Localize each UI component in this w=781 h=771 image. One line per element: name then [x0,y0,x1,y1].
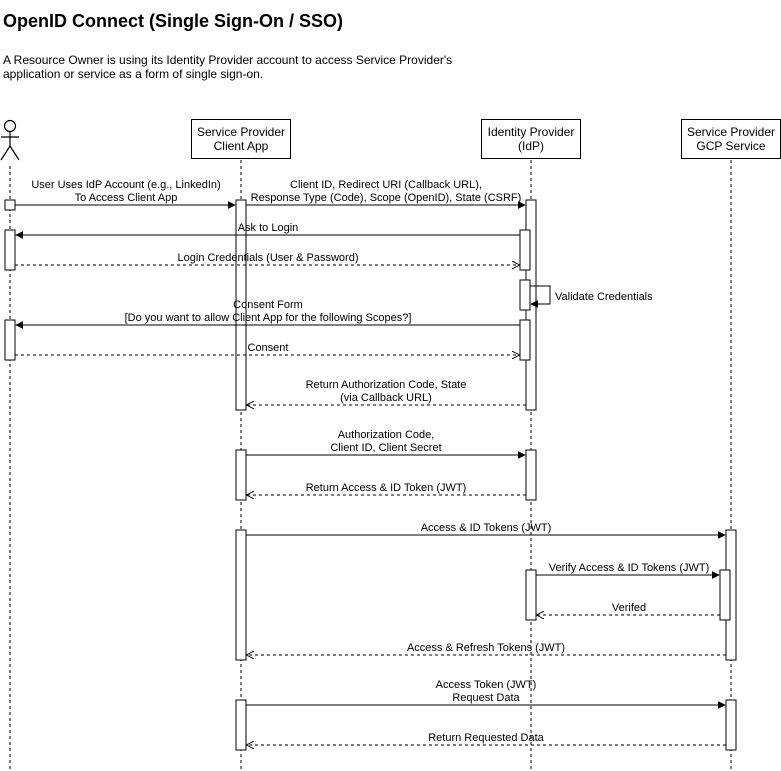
activation-bar [235,529,247,661]
message-label: Access & Refresh Tokens (JWT) [407,642,565,654]
diagram-description: A Resource Owner is using its Identity P… [3,53,453,81]
activation-bar [719,569,731,621]
activation-bar [525,449,537,501]
diagram-title: OpenID Connect (Single Sign-On / SSO) [3,11,344,31]
message-label: User Uses IdP Account (e.g., LinkedIn) [31,179,220,191]
activation-bar [725,699,737,751]
message-label: Ask to Login [238,222,299,234]
message-label: Client ID, Redirect URI (Callback URL), [290,179,482,191]
activation-bar [525,569,537,621]
message-label: Return Access & ID Token (JWT) [306,482,467,494]
activation-bar [4,229,16,271]
message-label: Validate Credentials [555,291,653,303]
message-label: Consent [248,342,289,354]
activation-bar [519,319,531,361]
message-label: Authorization Code, [338,429,435,441]
message-label: Verify Access & ID Tokens (JWT) [549,562,710,574]
message-label: Access & ID Tokens (JWT) [421,522,552,534]
activation-bar [4,319,16,361]
activation-bar [235,699,247,751]
message-label: Return Requested Data [428,732,544,744]
participant-gcp-service: Service Provider GCP Service [681,119,781,159]
message-label: Request Data [452,692,520,704]
message-label: Return Authorization Code, State [306,379,467,391]
participant-client-app: Service Provider Client App [191,119,291,159]
message-label: (via Callback URL) [340,392,432,404]
activation-bar [4,199,16,211]
actor-resource-owner-icon [0,119,20,161]
message-label: Login Credentials (User & Password) [178,252,359,264]
message-label: Verifed [612,602,646,614]
message-label: [Do you want to allow Client App for the… [125,312,412,324]
arrow-msg-5 [530,285,551,308]
message-label: Client ID, Client Secret [330,442,441,454]
message-label: To Access Client App [75,192,178,204]
participant-identity-provider: Identity Provider (IdP) [481,119,581,159]
message-label: Response Type (Code), Scope (OpenID), St… [251,192,522,204]
activation-bar [519,279,531,311]
activation-bar [235,449,247,501]
message-label: Access Token (JWT) [436,679,537,691]
activation-bar [235,199,247,411]
message-label: Consent Form [233,299,303,311]
activation-bar [519,229,531,271]
